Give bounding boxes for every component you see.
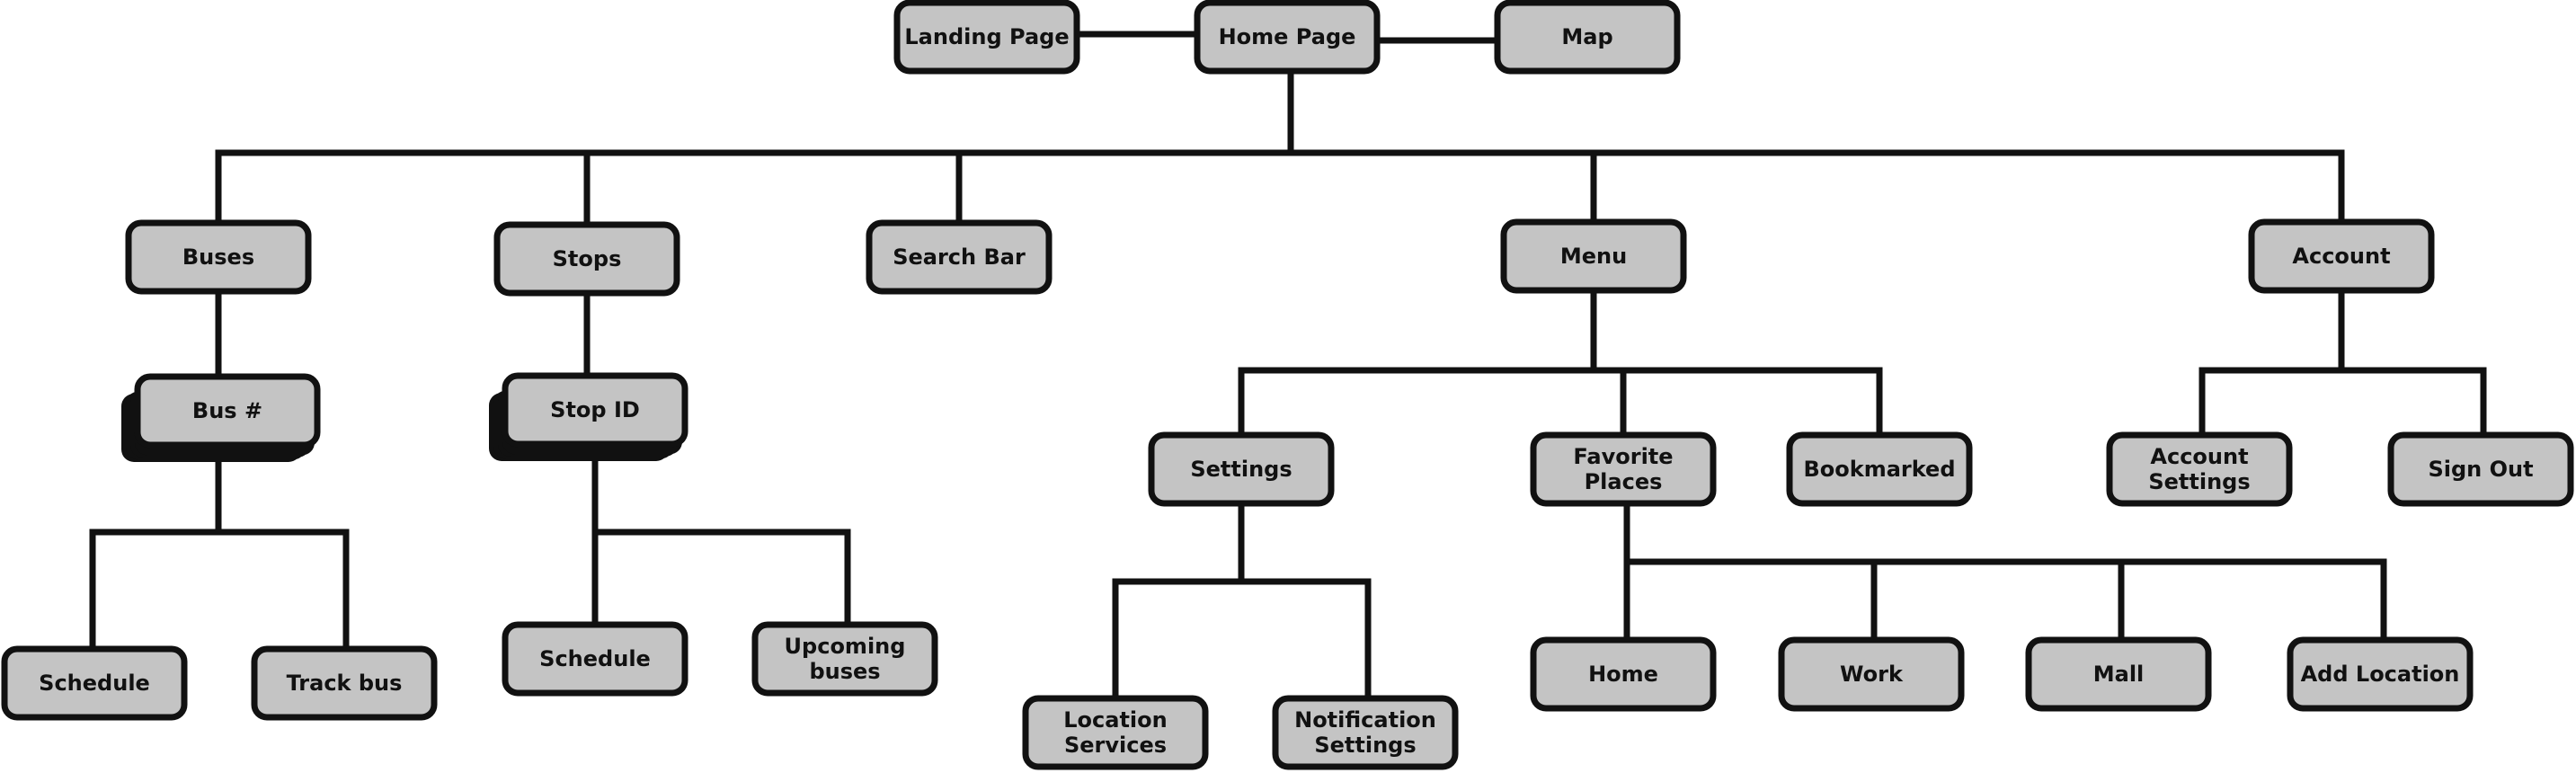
node-map-box (1494, 0, 1681, 75)
node-stop-schedule-label: Schedule (539, 646, 651, 671)
node-add-location: Add Location (2287, 636, 2474, 712)
node-stops-box (493, 221, 680, 297)
node-settings-box (1148, 431, 1335, 507)
node-home-box (1530, 636, 1717, 712)
node-home-label: Home (1588, 662, 1658, 687)
node-mall-box (2025, 636, 2212, 712)
node-stop-schedule: Schedule (502, 621, 688, 697)
node-stops-label: Stops (553, 246, 622, 271)
node-add-location-label: Add Location (2301, 662, 2460, 687)
node-account-settings-label-0: Account (2150, 444, 2248, 469)
node-track-bus: Track bus (251, 645, 438, 721)
node-map-label: Map (1561, 24, 1612, 49)
node-work-box (1778, 636, 1965, 712)
node-stop-id-label: Stop ID (550, 397, 640, 422)
node-bus-schedule-box (1, 645, 188, 721)
node-landing-page-box (893, 0, 1080, 75)
node-upcoming-buses-box (751, 621, 938, 697)
node-sign-out: Sign Out (2387, 431, 2574, 507)
node-bus-number: Bus # (121, 373, 321, 462)
node-buses: Buses (125, 219, 312, 295)
node-home-page-box (1194, 0, 1381, 75)
node-stop-id: Stop ID (489, 372, 688, 461)
node-search-bar-label: Search Bar (893, 244, 1026, 270)
node-account-settings-box (2106, 431, 2293, 507)
node-notification-settings-label-1: Settings (1314, 733, 1416, 758)
node-bus-number-label: Bus # (192, 398, 262, 423)
node-account: Account (2248, 218, 2435, 294)
node-bus-number-box (134, 373, 321, 449)
node-sign-out-box (2387, 431, 2574, 507)
node-bookmarked-box (1786, 431, 1973, 507)
node-favorite-places-label-0: Favorite (1573, 444, 1673, 469)
node-landing-page-label: Landing Page (904, 24, 1069, 49)
node-menu-box (1500, 218, 1687, 294)
node-account-settings-label-1: Settings (2148, 469, 2250, 494)
node-stop-schedule-box (502, 621, 688, 697)
node-stops: Stops (493, 221, 680, 297)
node-landing-page: Landing Page (893, 0, 1080, 75)
node-location-services-label-1: Services (1064, 733, 1167, 758)
node-sign-out-label: Sign Out (2428, 457, 2533, 482)
node-account-box (2248, 218, 2435, 294)
node-track-bus-label: Track bus (287, 671, 403, 696)
node-search-bar: Search Bar (866, 219, 1053, 295)
node-settings-label: Settings (1190, 457, 1292, 482)
node-work: Work (1778, 636, 1965, 712)
node-track-bus-box (251, 645, 438, 721)
node-upcoming-buses-label-0: Upcoming (785, 634, 906, 659)
node-buses-label: Buses (182, 244, 254, 270)
node-home: Home (1530, 636, 1717, 712)
node-home-page: Home Page (1194, 0, 1381, 75)
node-notification-settings-box (1272, 695, 1459, 770)
node-menu: Menu (1500, 218, 1687, 294)
node-work-label: Work (1840, 662, 1904, 687)
node-mall: Mall (2025, 636, 2212, 712)
node-mall-label: Mall (2093, 662, 2145, 687)
node-bus-schedule-label: Schedule (39, 671, 150, 696)
node-menu-label: Menu (1560, 244, 1627, 269)
node-upcoming-buses-label-1: buses (809, 659, 880, 684)
node-account-label: Account (2292, 244, 2390, 269)
node-settings: Settings (1148, 431, 1335, 507)
node-stop-id-box (502, 372, 688, 448)
node-favorite-places-label-1: Places (1585, 469, 1663, 494)
connector-lines (89, 31, 2487, 702)
node-favorite-places-box (1530, 431, 1717, 507)
node-map: Map (1494, 0, 1681, 75)
node-add-location-box (2287, 636, 2474, 712)
node-location-services-box (1022, 695, 1209, 770)
node-search-bar-box (866, 219, 1053, 295)
node-bus-schedule: Schedule (1, 645, 188, 721)
node-notification-settings-label-0: Notification (1294, 707, 1436, 733)
node-bookmarked-label: Bookmarked (1803, 457, 1955, 482)
node-location-services-label-0: Location (1063, 707, 1167, 733)
node-bookmarked: Bookmarked (1786, 431, 1973, 507)
node-home-page-label: Home Page (1219, 24, 1356, 49)
node-buses-box (125, 219, 312, 295)
